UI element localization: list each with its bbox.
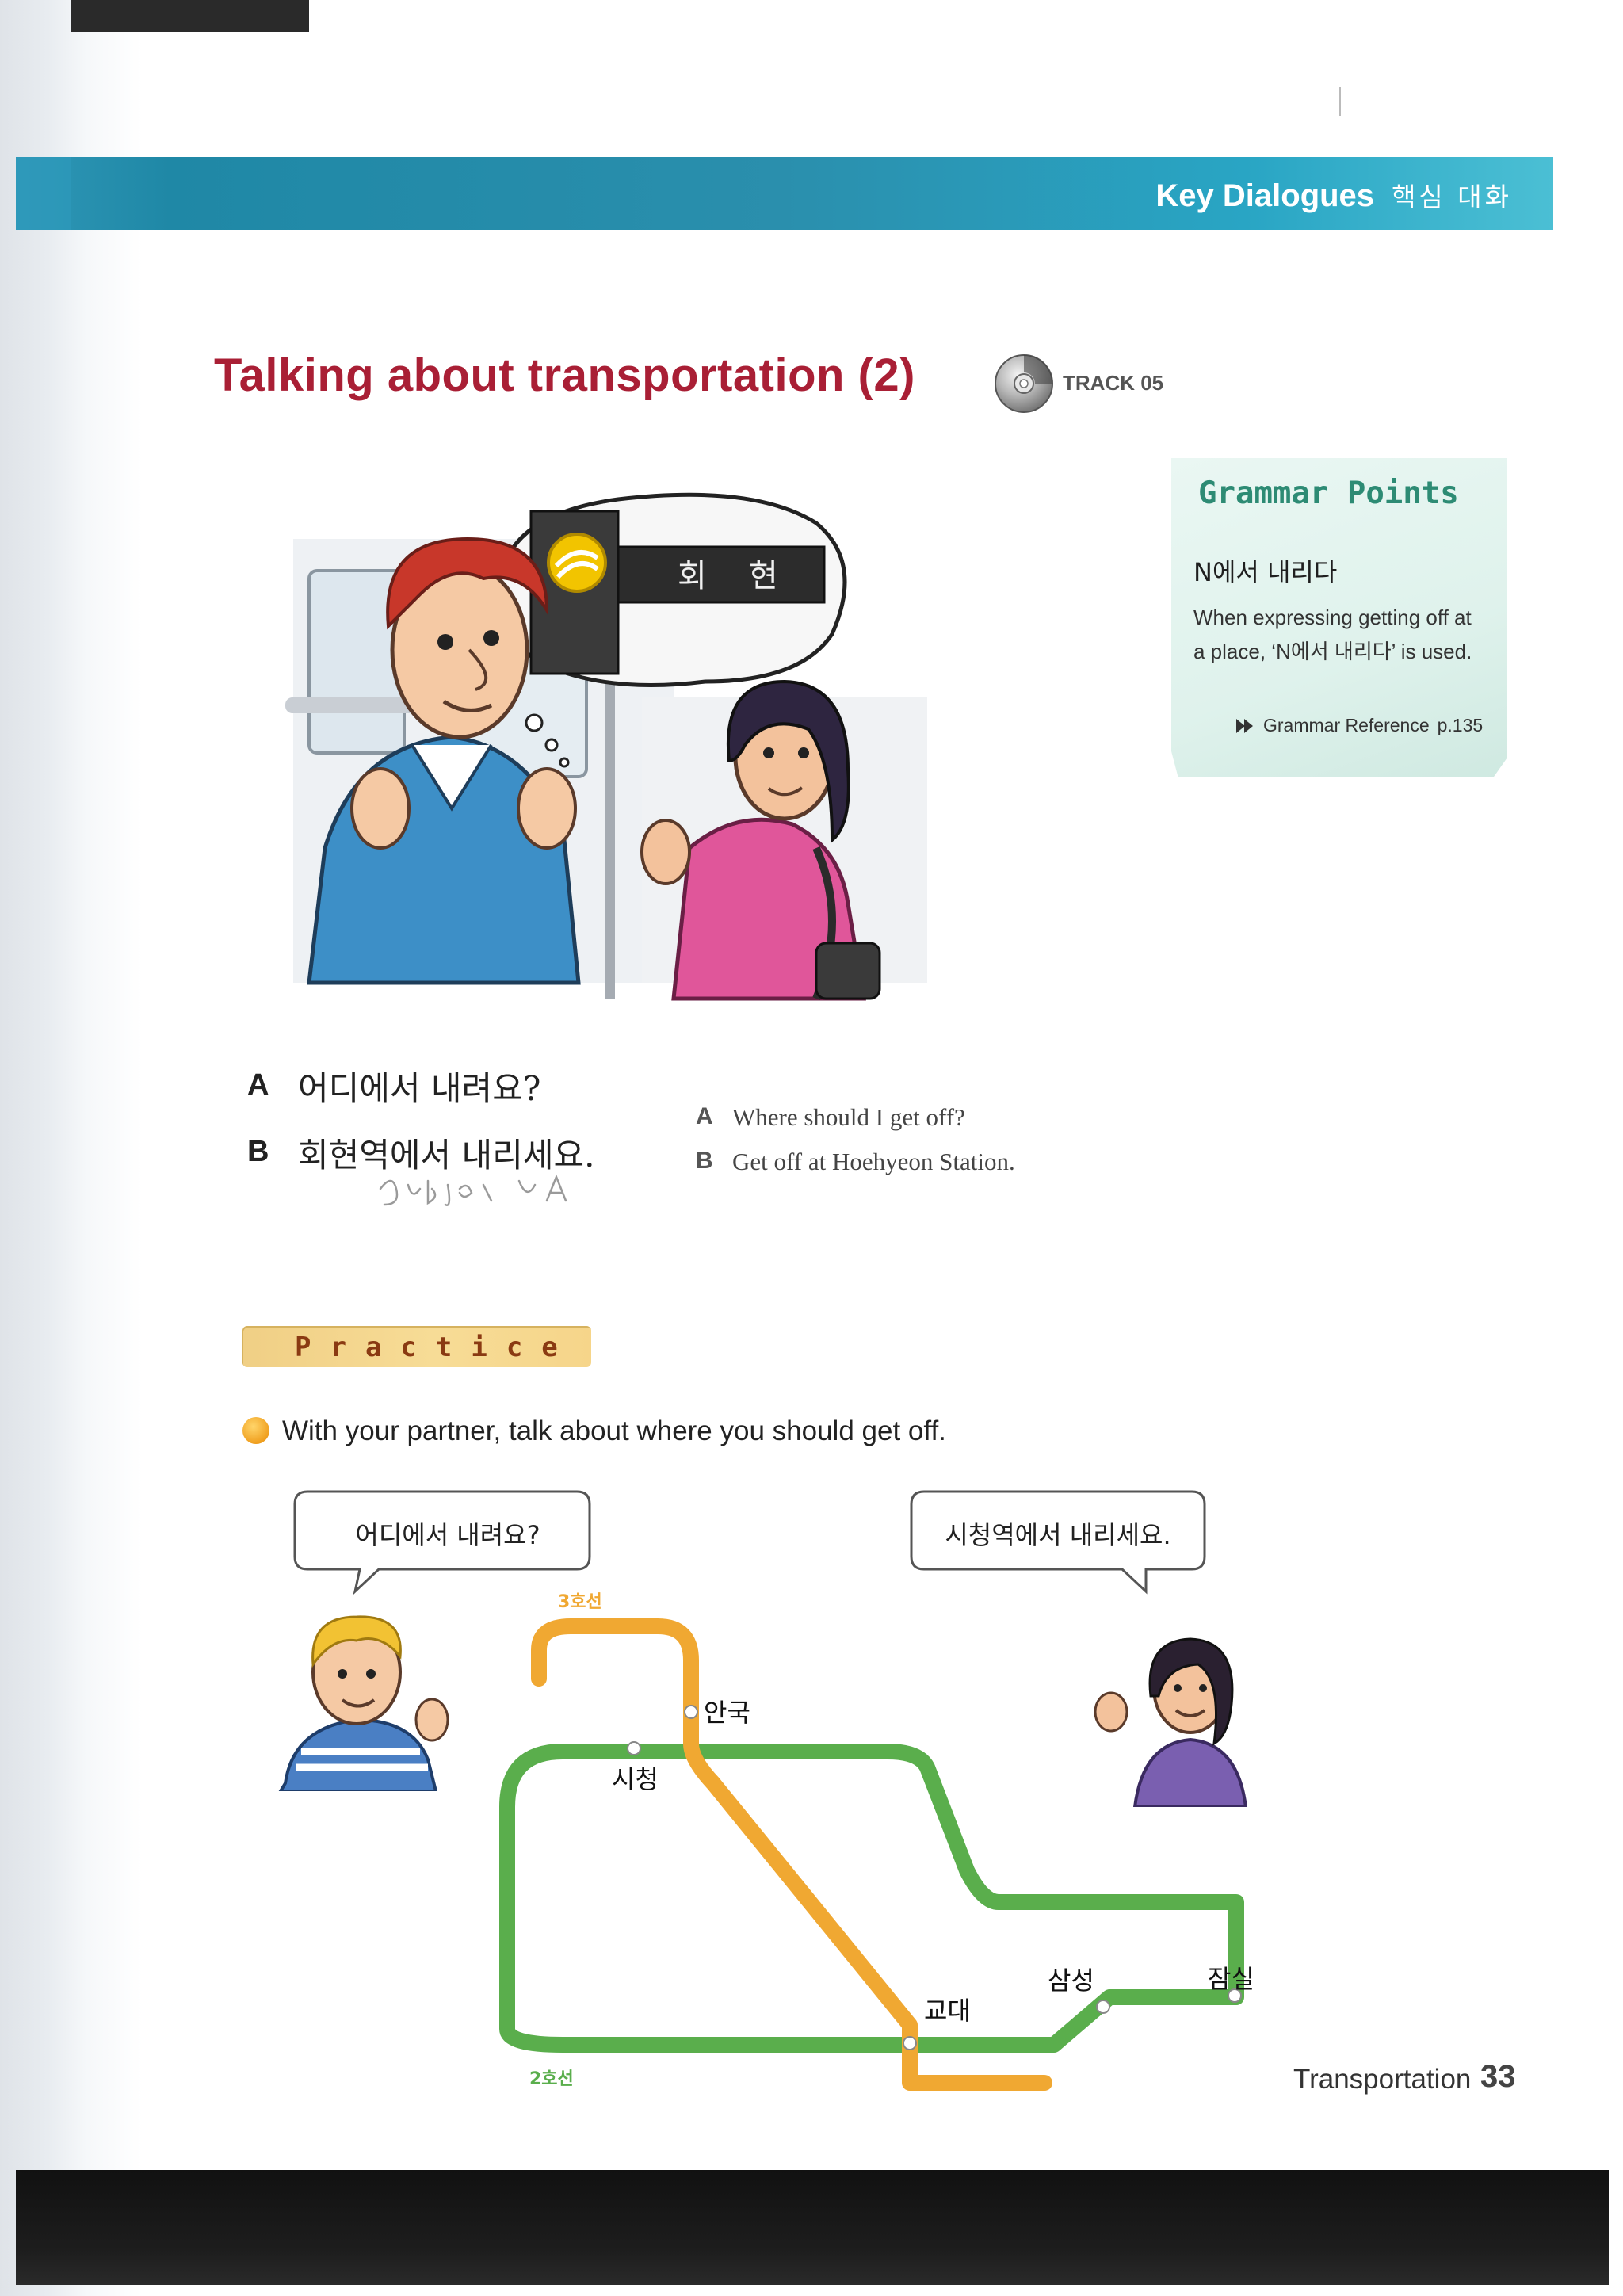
speech-bubble-left-text: 어디에서 내려요? (355, 1520, 540, 1550)
line-2-track (499, 1744, 1244, 2053)
dialogue-speaker-b: B (247, 1135, 269, 1168)
page-tick-mark (1339, 87, 1341, 116)
header-band-edge (16, 157, 71, 230)
grammar-description: When expressing getting off at a place, … (1193, 606, 1472, 663)
dialogue-line-a-korean: 어디에서 내려요? (298, 1069, 541, 1108)
dialogue-line-b-korean: 회현역에서 내리세요. (298, 1136, 595, 1175)
line-3-track (531, 1618, 1052, 2091)
practice-label: Practice (295, 1331, 577, 1363)
station-samseong: 삼성 (1048, 1966, 1094, 1996)
section-title-english: Key Dialogues (1155, 178, 1375, 213)
grammar-points-heading: Grammar Points (1198, 476, 1459, 511)
practice-instruction: With your partner, talk about where you … (282, 1415, 946, 1446)
station-sign-char: 현 (749, 558, 778, 594)
section-header: Key Dialogues 핵심 대화 (1155, 176, 1512, 216)
line-2-label: 2호선 (529, 2069, 574, 2089)
speech-bubble-left (293, 1490, 591, 1595)
station-sign (617, 545, 826, 604)
station-sicheong: 시청 (612, 1764, 659, 1794)
footer-section-name: Transportation (1293, 2064, 1472, 2095)
station-gyodae: 교대 (924, 1996, 971, 2026)
station-anguk: 안국 (704, 1698, 750, 1728)
header-band (16, 157, 1553, 230)
boy-character (278, 1615, 449, 1791)
station-gyodae-dot (903, 2036, 917, 2050)
grammar-reference-page: p.135 (1437, 715, 1484, 735)
grammar-pattern: N에서 내리다 (1193, 557, 1338, 587)
translation-speaker-a: A (696, 1103, 713, 1129)
grammar-reference: Grammar Reference p.135 (1235, 715, 1483, 736)
dialogue-illustration: 회 현 (262, 476, 1038, 1014)
bullet-dot-icon (242, 1417, 269, 1444)
section-title-korean: 핵심 대화 (1392, 181, 1512, 212)
station-anguk-dot (684, 1705, 698, 1719)
woman-character-small (1094, 1637, 1248, 1807)
station-samseong-dot (1096, 2000, 1110, 2014)
dialogue-line-a-english: Where should I get off? (732, 1103, 965, 1131)
page-number: 33 (1480, 2059, 1516, 2094)
dialogue-line-b-english: Get off at Hoehyeon Station. (732, 1148, 1015, 1175)
subway-map: 3호선 2호선 안국 시청 교대 삼성 잠실 (499, 1592, 1254, 2091)
audio-cd-icon (995, 354, 1053, 413)
station-jamsil-dot (1228, 1988, 1242, 2003)
grammar-reference-label: Grammar Reference (1263, 715, 1430, 735)
handwritten-note (379, 1174, 567, 1206)
page-title: Talking about transportation (2) (214, 350, 915, 401)
station-jamsil: 잠실 (1208, 1964, 1254, 1994)
scan-bottom-band (16, 2170, 1609, 2285)
station-sign-char: 회 (678, 558, 707, 594)
grammar-points-box (1171, 458, 1507, 777)
woman-character (640, 679, 881, 1001)
dialogue-speaker-a: A (247, 1068, 269, 1102)
practice-tab (242, 1326, 591, 1367)
line-3-label: 3호선 (558, 1592, 602, 1612)
station-sicheong-dot (627, 1741, 641, 1755)
scan-top-shadow (71, 0, 309, 32)
speech-bubble-right (910, 1490, 1206, 1595)
track-number: TRACK 05 (1063, 371, 1164, 395)
speech-bubble-right-text: 시청역에서 내리세요. (945, 1520, 1171, 1550)
translation-speaker-b: B (696, 1148, 713, 1174)
double-arrow-right-icon (1236, 718, 1253, 733)
man-character (307, 537, 581, 985)
